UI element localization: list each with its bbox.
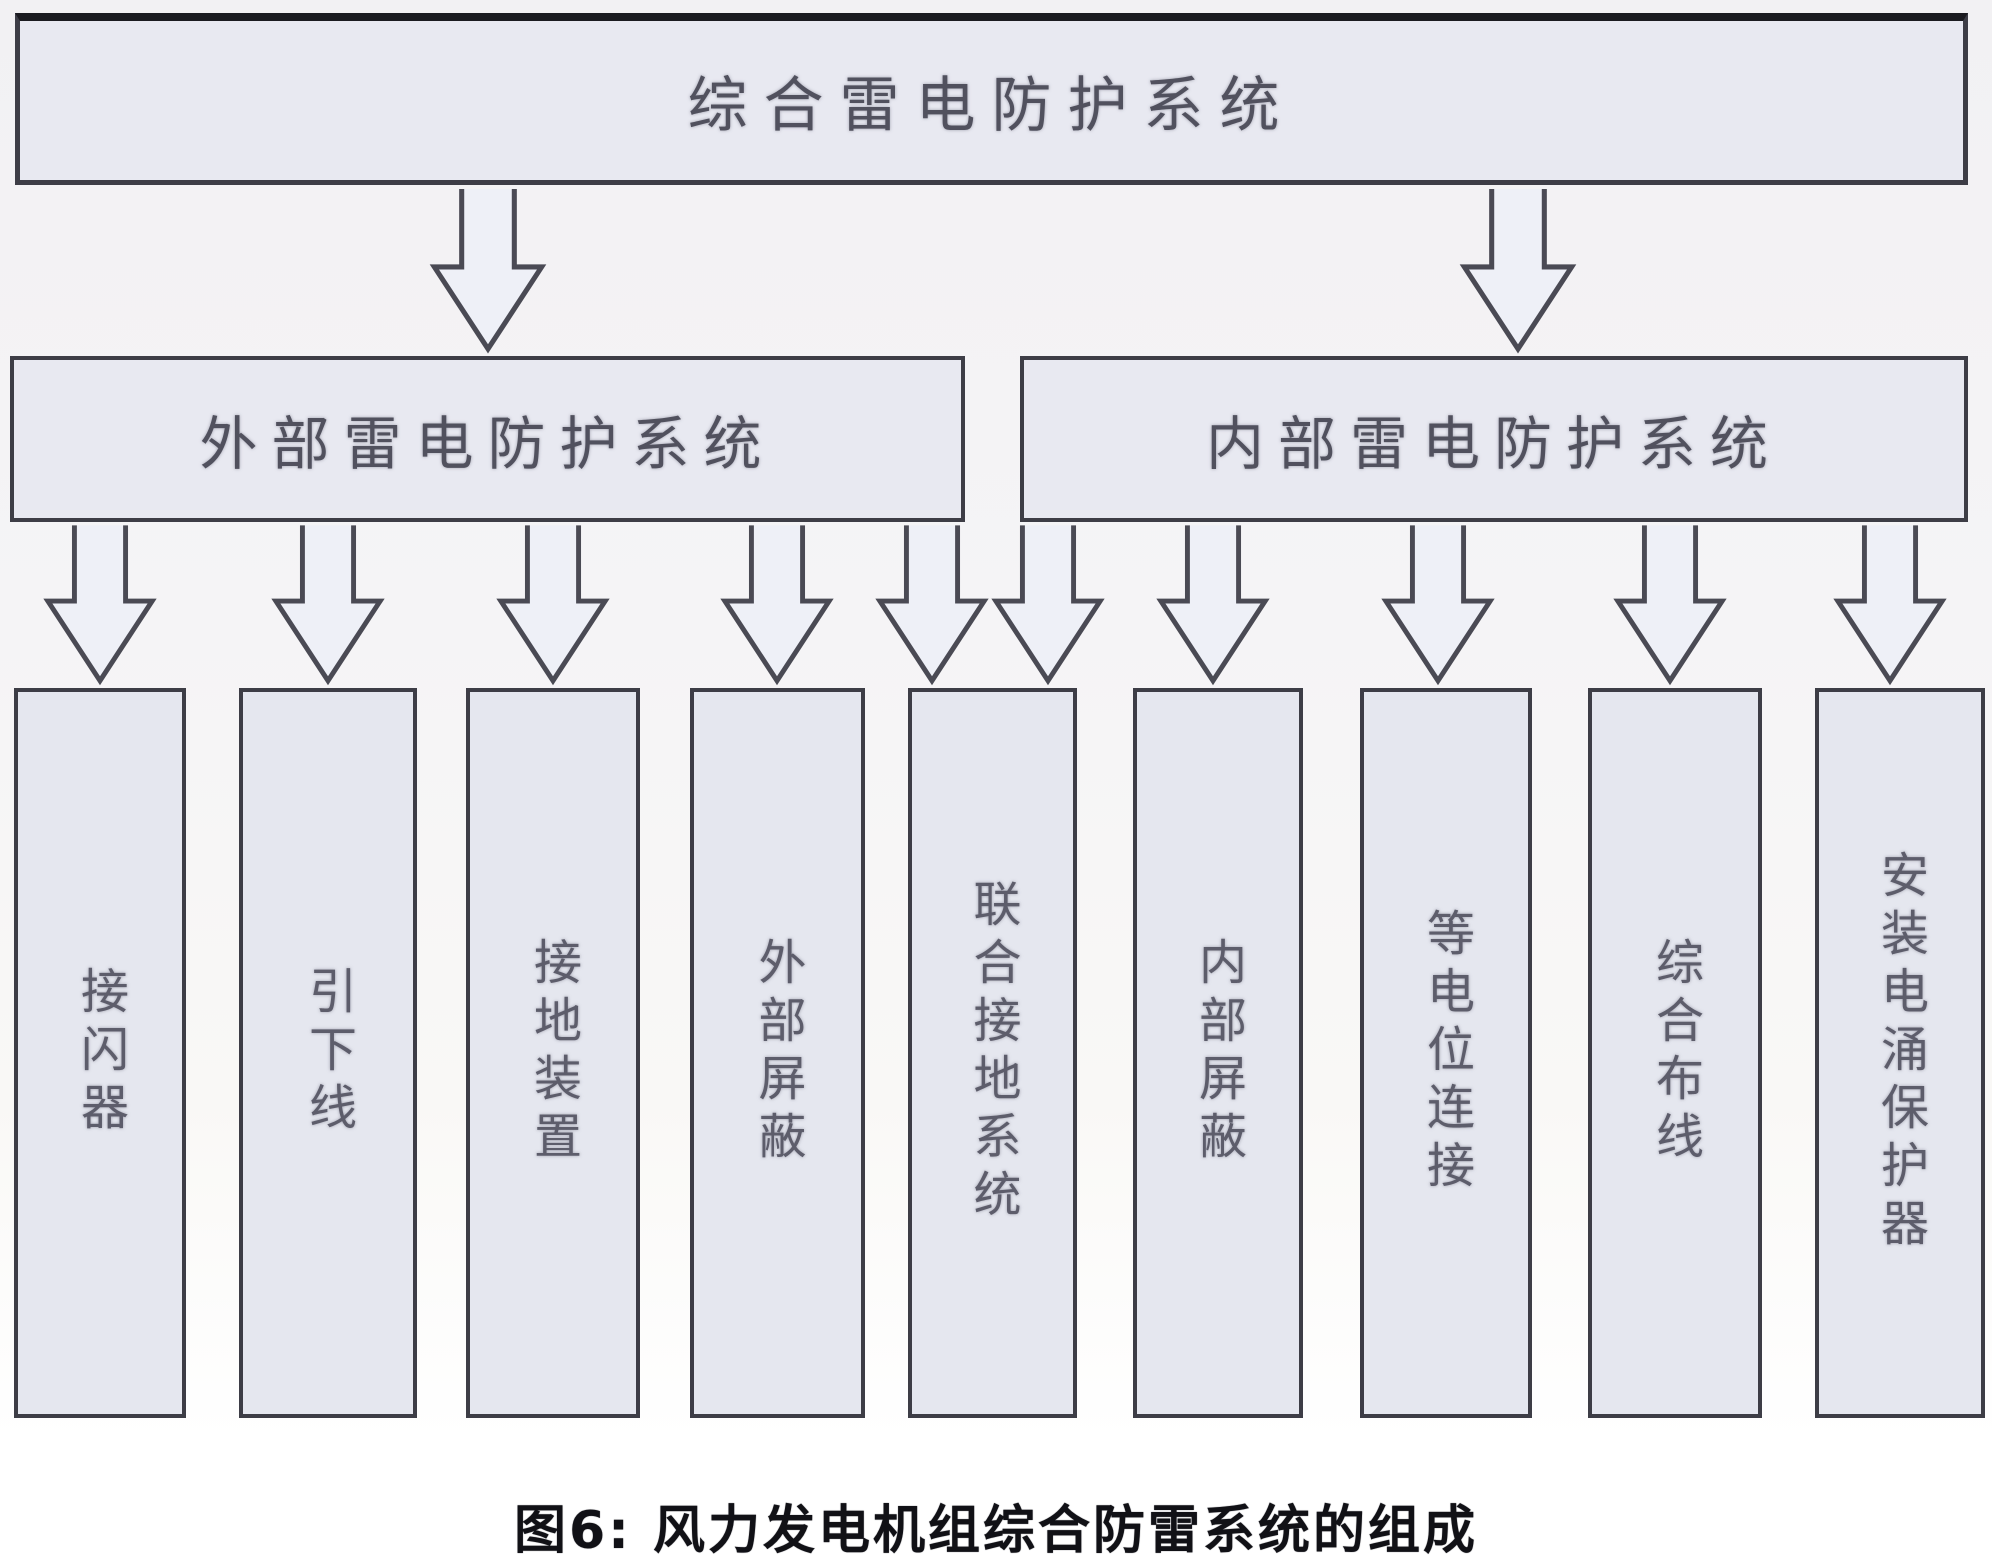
leaf-label: 引下线 [300, 966, 356, 1140]
branch-label-internal: 内部雷电防护系统 [1205, 410, 1782, 478]
figure-caption: 图6: 风力发电机组综合防雷系统的组成 [513, 1501, 1479, 1561]
branch-label-external: 外部雷电防护系统 [199, 410, 776, 478]
leaf-box: 引下线 [239, 688, 417, 1418]
leaf-label: 综合布线 [1647, 937, 1703, 1169]
leaf-box: 内部屏蔽 [1133, 688, 1303, 1418]
root-label: 综合雷电防护系统 [687, 71, 1296, 141]
leaf-label: 接地装置 [525, 937, 581, 1169]
down-arrow-icon [1381, 525, 1495, 686]
leaf-label: 等电位连接 [1418, 908, 1474, 1198]
down-arrow-icon [720, 525, 834, 686]
leaf-label: 内部屏蔽 [1190, 937, 1246, 1169]
leaf-box: 外部屏蔽 [690, 688, 865, 1418]
down-arrow-icon [1613, 525, 1727, 686]
down-arrow-icon [1459, 189, 1577, 354]
down-arrow-icon [496, 525, 610, 686]
down-arrow-icon [875, 525, 989, 686]
leaf-label: 外部屏蔽 [749, 937, 806, 1169]
leaf-box: 综合布线 [1588, 688, 1762, 1418]
down-arrow-icon [1833, 525, 1947, 686]
leaf-box: 联合接地系统 [908, 688, 1077, 1418]
leaf-box: 接地装置 [466, 688, 640, 1418]
branch-box-internal: 内部雷电防护系统 [1020, 356, 1968, 522]
leaf-label: 联合接地系统 [964, 879, 1021, 1227]
down-arrow-icon [429, 189, 547, 354]
leaf-label: 接闪器 [72, 966, 128, 1140]
down-arrow-icon [1156, 525, 1270, 686]
leaf-box: 接闪器 [14, 688, 186, 1418]
down-arrow-icon [991, 525, 1105, 686]
root-box: 综合雷电防护系统 [15, 13, 1968, 185]
leaf-box: 等电位连接 [1360, 688, 1532, 1418]
down-arrow-icon [271, 525, 385, 686]
branch-box-external: 外部雷电防护系统 [10, 356, 965, 522]
down-arrow-icon [43, 525, 157, 686]
leaf-box: 安装电涌保护器 [1815, 688, 1985, 1418]
leaf-label: 安装电涌保护器 [1872, 850, 1928, 1256]
